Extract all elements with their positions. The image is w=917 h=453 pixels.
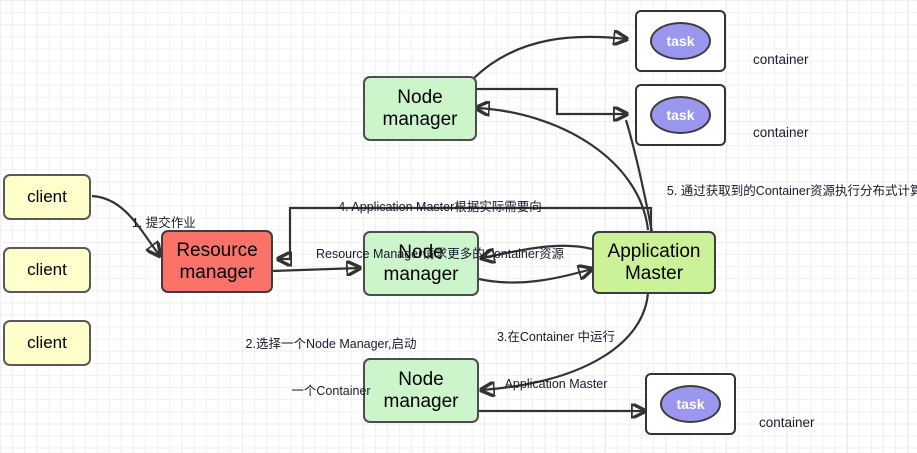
node-manager-top-label-line2: manager: [382, 108, 458, 130]
task-label-1: task: [666, 33, 695, 49]
caption-step-4-line2: Resource Manager请求更多的Container资源: [315, 247, 564, 262]
container-caption-1: container: [738, 35, 809, 86]
caption-step-4-line1: 4. Application Master根据实际需要向: [338, 200, 542, 215]
caption-step-5: 5. 通过获取到的Container资源执行分布式计算: [653, 168, 917, 215]
edge-application-master-to-node-manager: [481, 244, 593, 258]
node-manager-box-middle[interactable]: Node manager: [363, 231, 479, 296]
task-ellipse-1[interactable]: task: [650, 22, 711, 60]
application-master-label-line2: Master: [624, 262, 684, 284]
caption-step-3: 3.在Container 中运行 Application Master: [486, 299, 626, 424]
container-caption-2: container: [738, 108, 809, 159]
task-ellipse-3[interactable]: task: [660, 385, 721, 423]
node-manager-top-label-line1: Node: [397, 87, 443, 109]
client-label-2: client: [27, 260, 67, 280]
node-manager-bottom-label-line1: Node: [398, 369, 444, 391]
task-ellipse-2[interactable]: task: [650, 96, 711, 134]
application-master-box[interactable]: Application Master: [592, 231, 716, 294]
container-caption-3: container: [744, 398, 815, 449]
edge-application-master-to-resource-manager-request: [278, 206, 653, 259]
client-label-3: client: [27, 333, 67, 353]
edge-top-node-manager-to-task-one: [473, 37, 627, 79]
client-box-2[interactable]: client: [3, 247, 91, 293]
task-label-3: task: [676, 396, 705, 412]
task-label-2: task: [666, 107, 695, 123]
edge-application-master-to-top-node-manager: [476, 108, 650, 231]
caption-step-3-line1: 3.在Container 中运行: [496, 330, 616, 345]
caption-step-2-line1: 2.选择一个Node Manager,启动: [245, 337, 417, 352]
node-manager-middle-label-line1: Node: [398, 242, 444, 264]
container-caption-2-text: container: [753, 124, 809, 140]
resource-manager-label-line1: Resource: [176, 240, 258, 262]
client-box-1[interactable]: client: [3, 174, 91, 220]
caption-step-5-text: 5. 通过获取到的Container资源执行分布式计算: [666, 183, 917, 198]
edge-application-master-to-bottom-node-manager: [481, 291, 650, 390]
resource-manager-box[interactable]: Resource manager: [161, 230, 273, 293]
node-manager-box-bottom[interactable]: Node manager: [363, 358, 479, 423]
node-manager-bottom-label-line2: manager: [383, 390, 459, 412]
resource-manager-label-line2: manager: [179, 261, 255, 283]
caption-step-3-line2: Application Master: [504, 377, 608, 392]
edge-client-to-resource-manager: [91, 194, 160, 256]
caption-step-2-line2: 一个Container: [291, 384, 371, 399]
node-manager-box-top[interactable]: Node manager: [363, 76, 477, 141]
caption-step-1: 1. 提交作业: [118, 200, 196, 247]
caption-step-2: 2.选择一个Node Manager,启动 一个Container: [232, 306, 430, 431]
container-caption-3-text: container: [759, 414, 815, 430]
application-master-label-line1: Application: [607, 241, 701, 263]
node-manager-middle-label-line2: manager: [383, 263, 459, 285]
client-label-1: client: [27, 187, 67, 207]
caption-step-1-text: 1. 提交作业: [131, 215, 196, 230]
edge-node-manager-to-application-master: [478, 269, 592, 284]
edge-application-master-to-task-one: [624, 119, 654, 233]
caption-step-4: 4. Application Master根据实际需要向 Resource Ma…: [290, 169, 590, 294]
edge-resource-manager-to-node-manager: [271, 268, 360, 271]
container-caption-1-text: container: [753, 51, 809, 67]
client-box-3[interactable]: client: [3, 320, 91, 366]
edge-top-node-manager-to-task-two: [477, 87, 627, 114]
